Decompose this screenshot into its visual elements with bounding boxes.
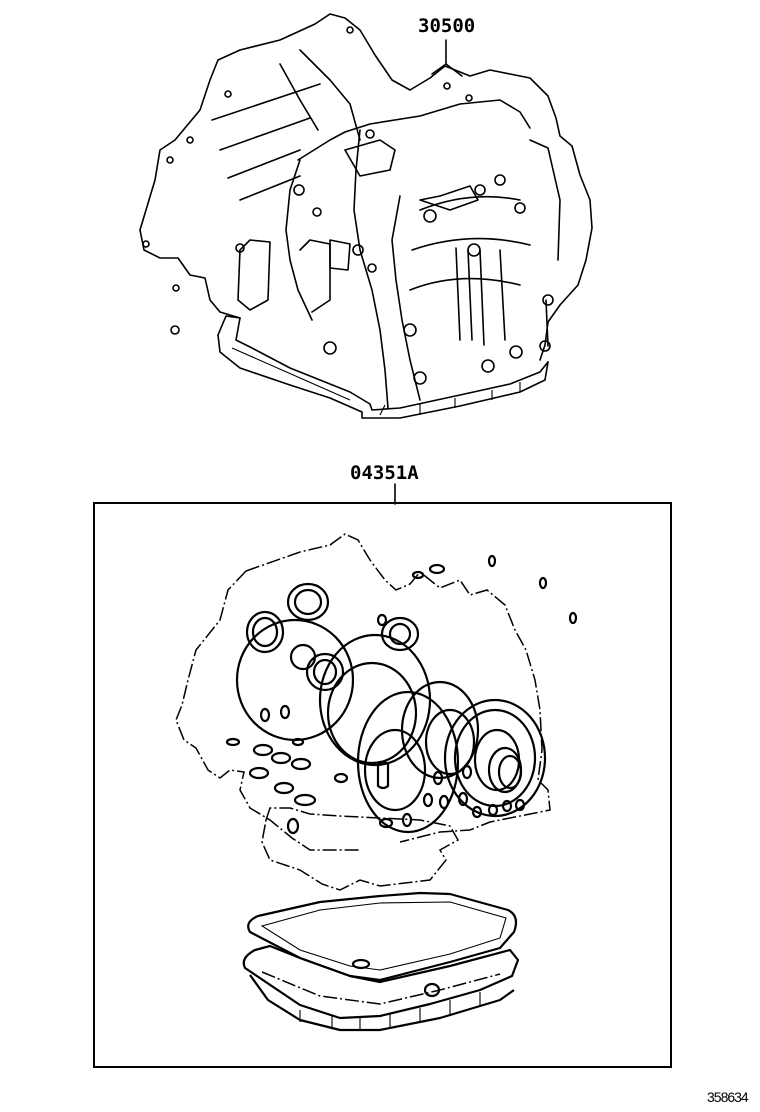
part-number-30500[interactable]: 30500 — [418, 15, 476, 37]
transaxle-assembly-drawing[interactable] — [139, 13, 593, 419]
gasket-kit-drawing[interactable] — [175, 533, 578, 1032]
part-number-04351a[interactable]: 04351A — [350, 462, 419, 484]
illustration-reference-number: 358634 — [707, 1089, 749, 1105]
oil-pan — [242, 944, 520, 1032]
oil-pan-gasket — [247, 891, 518, 982]
gasket-kit-frame — [93, 502, 672, 1068]
